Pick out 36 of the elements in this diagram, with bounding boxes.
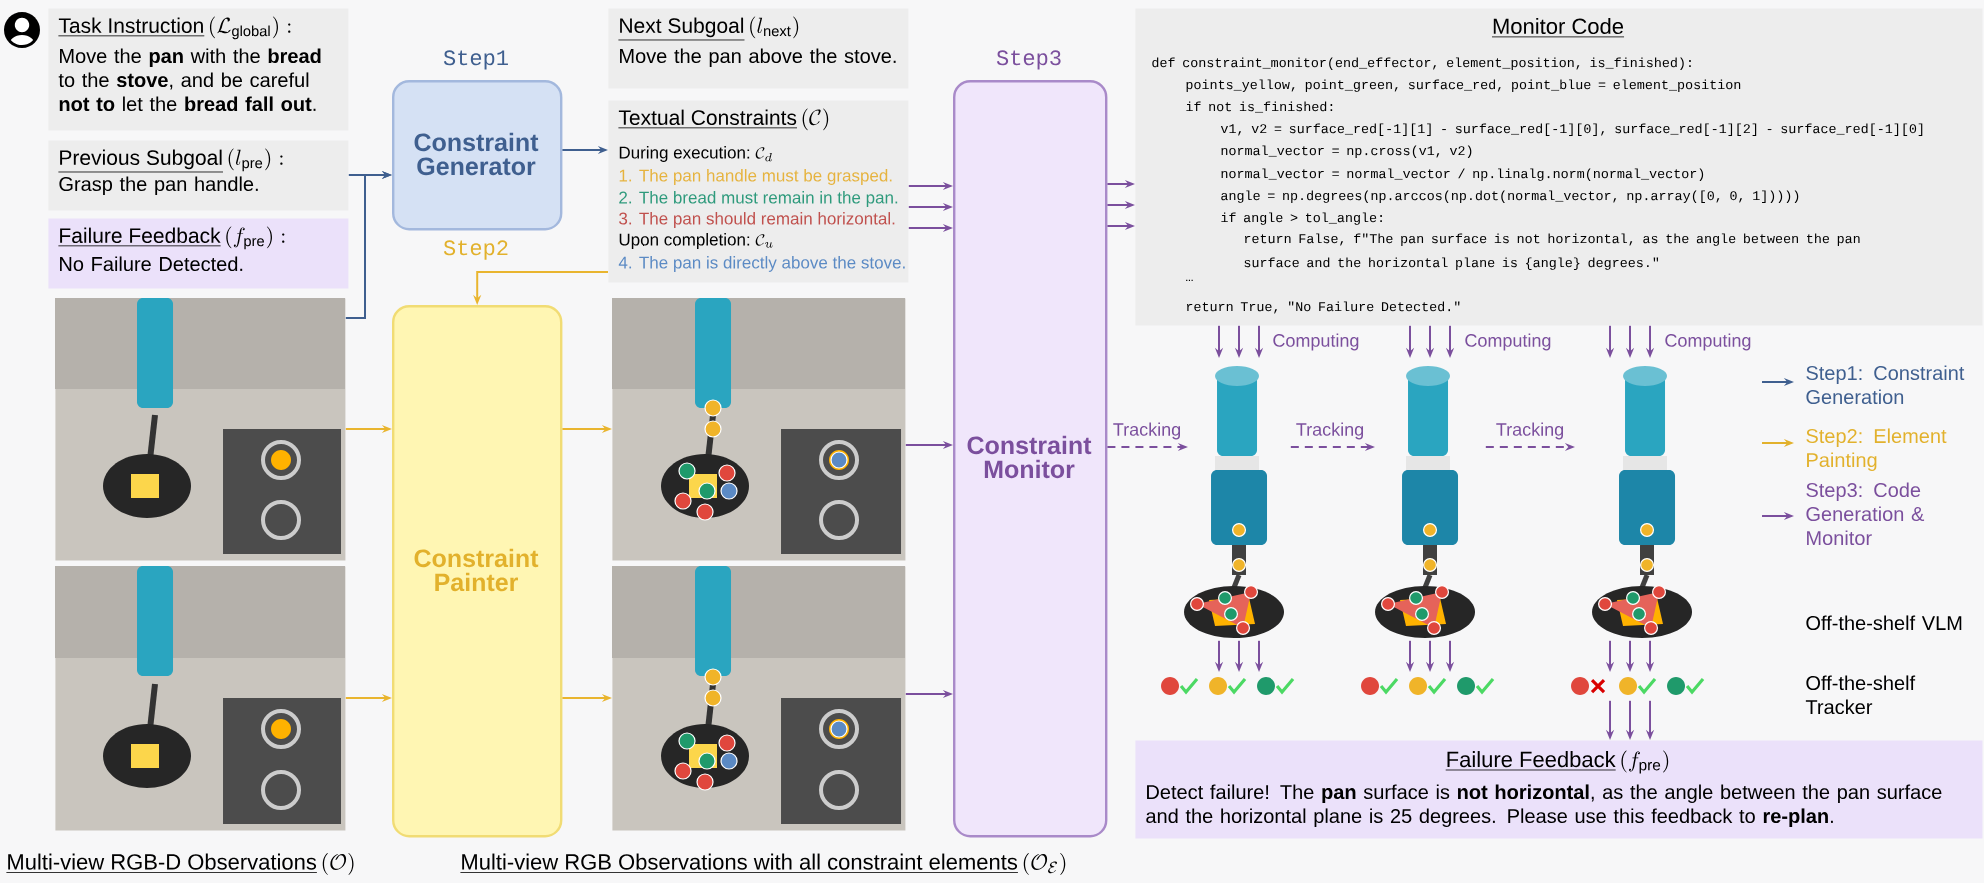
legend-text: Step1: Constraint Generation	[1806, 365, 1965, 405]
code-panel: Monitor Code def constraint_monitor(end_effector, element_position, is_finished): points_yellow, point_green, surface_red, point_blue = element_position if not is_finished: v1, v2 = surface_red[-1][1] - surface_red[-1][0], surface_red[-1][2] - surface_red[-1][0] normal_vector = np.cross(v1, v2) normal_vector = normal_vector / np.linalg.norm(normal_vector) angle = np.degrees(np.arccos(np.dot(normal_vector, np.array([0, 0, 1])))) if angle > tol_angle: return False, f"The pan surface is not horizontal, as the angle between the pan surface and the horizontal plane is {angle} degrees." … return True, "No Failure Detected."	[1135, 8, 1983, 326]
module-box: Step3 Constraint Monitor	[953, 50, 1108, 838]
module-box: Step2 Constraint Painter	[392, 240, 563, 838]
node-label: Step2	[443, 240, 508, 260]
legend-text: Step2: Element Painting	[1806, 428, 1947, 472]
kitchen-scene-drawing	[612, 566, 906, 831]
caption: Multi-view RGB-D Observations $(\mathcal{O})$	[6, 853, 354, 875]
edge-label: Computing	[1273, 333, 1359, 351]
edge-label: Tracking	[1113, 422, 1181, 440]
status-icons-drawing	[1361, 677, 1495, 695]
caption: Multi-view RGB Observations with all constraint elements $(\mathcal{O}_{\mathcal{E}})$	[460, 853, 1066, 875]
constraints-box: Textual Constraints $(\mathcal{C})$ During execution: $\mathcal{C}_d$ 1. The pan handle must be grasped. 2. The bread must remain in the pan. 3. The pan should remain horizontal. Upon completion: $\mathcal{C}_u$ 4. The pan is directly above the stove.	[608, 100, 909, 283]
instruction-box: Task Instruction $(\mathcal{L}_{\mathrm{global}}):$ Move the pan with the bread to the stove, and be careful not to let the bread fall out.	[48, 8, 349, 131]
module-box: Step1 Constraint Generator	[392, 50, 563, 231]
note-text: Off-the-shelf Tracker	[1805, 675, 1916, 715]
node-label: Step3	[996, 50, 1061, 70]
robot-arm-drawing	[1184, 366, 1284, 638]
edge-label: Computing	[1665, 333, 1751, 351]
feedback-box: Failure Feedback $(f_{\mathrm{pre}})$ Detect failure! The pan surface is not horizontal, as the angle between the pan surface and the horizontal plane is 25 degrees. Please use this feedback to re-plan.	[1135, 740, 1983, 839]
subgoal-box: Previous Subgoal $(l_{\mathrm{pre}}):$ Grasp the pan handle.	[48, 140, 349, 211]
kitchen-scene-drawing	[55, 298, 346, 561]
kitchen-scene-drawing	[612, 298, 906, 561]
status-icons-drawing	[1161, 677, 1295, 695]
robot-arm-drawing	[1592, 366, 1693, 638]
note-text: Off-the-shelf VLM	[1806, 615, 1962, 631]
edge-label: Computing	[1465, 333, 1551, 351]
status-icons-drawing	[1571, 677, 1705, 695]
feedback-box: Failure Feedback $(f_{\mathrm{pre}}):$ No Failure Detected.	[48, 218, 349, 289]
legend-text: Step3: Code Generation & Monitor	[1806, 482, 1925, 546]
edge-label: Tracking	[1496, 422, 1564, 440]
kitchen-scene-drawing	[55, 566, 346, 831]
edge-label: Tracking	[1296, 422, 1364, 440]
node-label: Step1	[443, 50, 508, 70]
subgoal-box: Next Subgoal $(l_{\mathrm{next}})$ Move the pan above the stove.	[608, 8, 909, 89]
robot-arm-drawing	[1375, 366, 1475, 638]
